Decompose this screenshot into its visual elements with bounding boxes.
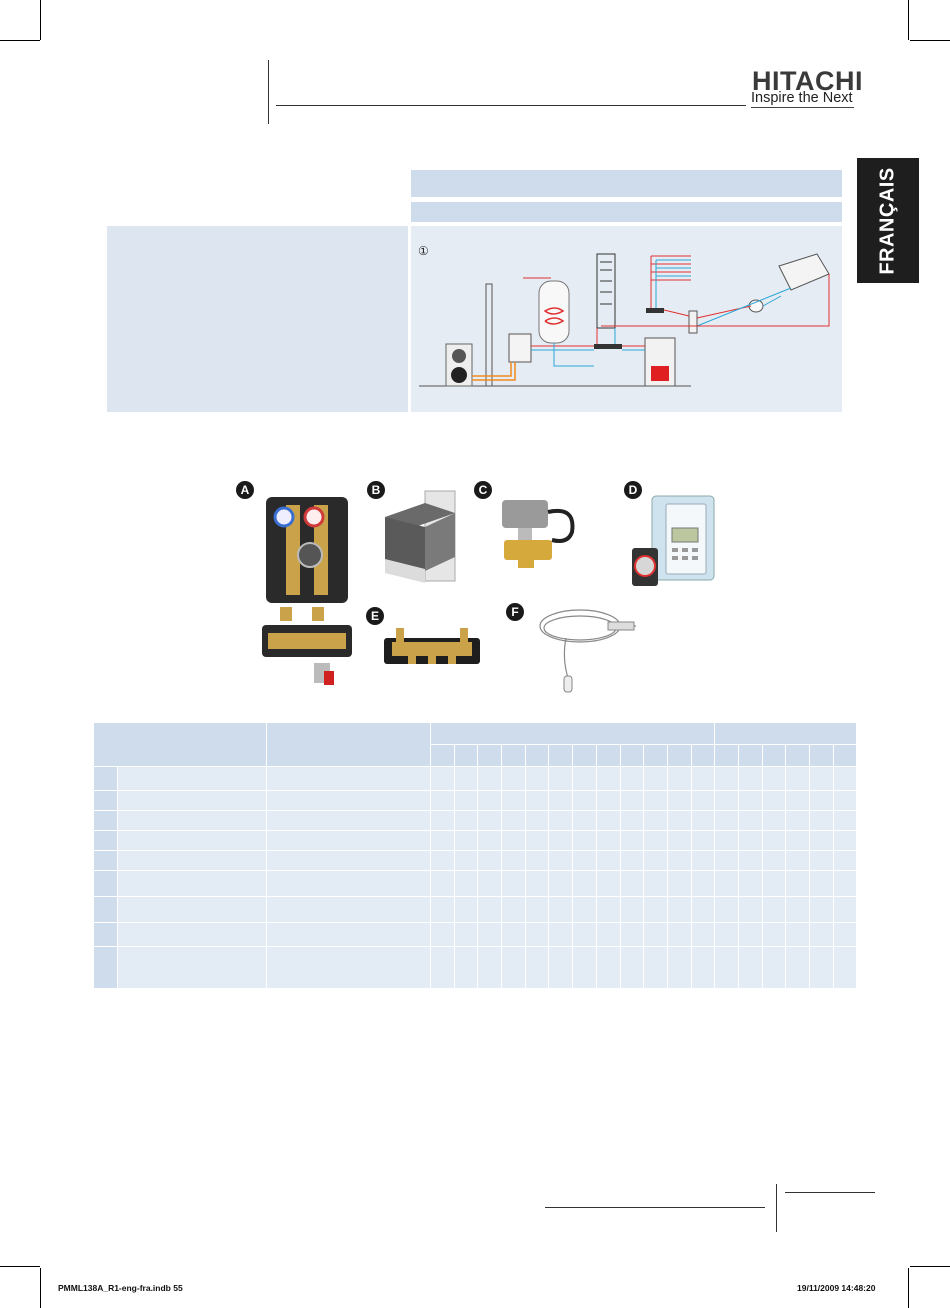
crop-mark [910, 1266, 950, 1267]
language-tab-label: FRANÇAIS [876, 166, 899, 275]
schematic-marker: ① [418, 244, 429, 258]
footer-divider [776, 1184, 777, 1232]
schematic-diagram [419, 253, 830, 387]
brand-underline [751, 107, 854, 108]
compatibility-table [93, 722, 858, 989]
label-e: E [366, 607, 384, 625]
crop-mark [908, 1268, 909, 1308]
brand-logo: HITACHI [752, 66, 863, 96]
crop-mark [40, 0, 41, 40]
brand-tagline: Inspire the Next [751, 90, 853, 106]
footer-rule-left [545, 1207, 765, 1208]
pump-group-image [262, 497, 352, 685]
header-divider [268, 60, 269, 124]
language-tab: FRANÇAIS [857, 158, 919, 283]
footer-date: 19/11/2009 14:48:20 [797, 1283, 876, 1293]
crop-mark [40, 1268, 41, 1308]
crop-mark [0, 1266, 40, 1267]
manifold-image [384, 628, 480, 664]
section-band-top [411, 170, 842, 197]
control-unit-image [632, 495, 715, 586]
label-a: A [236, 481, 254, 499]
label-d: D [624, 481, 642, 499]
installation-schematic [411, 226, 842, 412]
description-panel [107, 226, 408, 412]
section-band-sub [411, 202, 842, 222]
footer-rule-right [785, 1192, 875, 1193]
crop-mark [908, 0, 909, 40]
three-way-valve-image [502, 500, 575, 568]
crop-mark [910, 40, 950, 41]
label-f: F [506, 603, 524, 621]
temperature-sensor-image [539, 609, 636, 693]
label-c: C [474, 481, 492, 499]
header-rule [276, 105, 746, 106]
crop-mark [0, 40, 40, 41]
footer-filename: PMML138A_R1-eng-fra.indb 55 [58, 1283, 183, 1293]
label-b: B [367, 481, 385, 499]
controller-box-image [385, 490, 456, 583]
